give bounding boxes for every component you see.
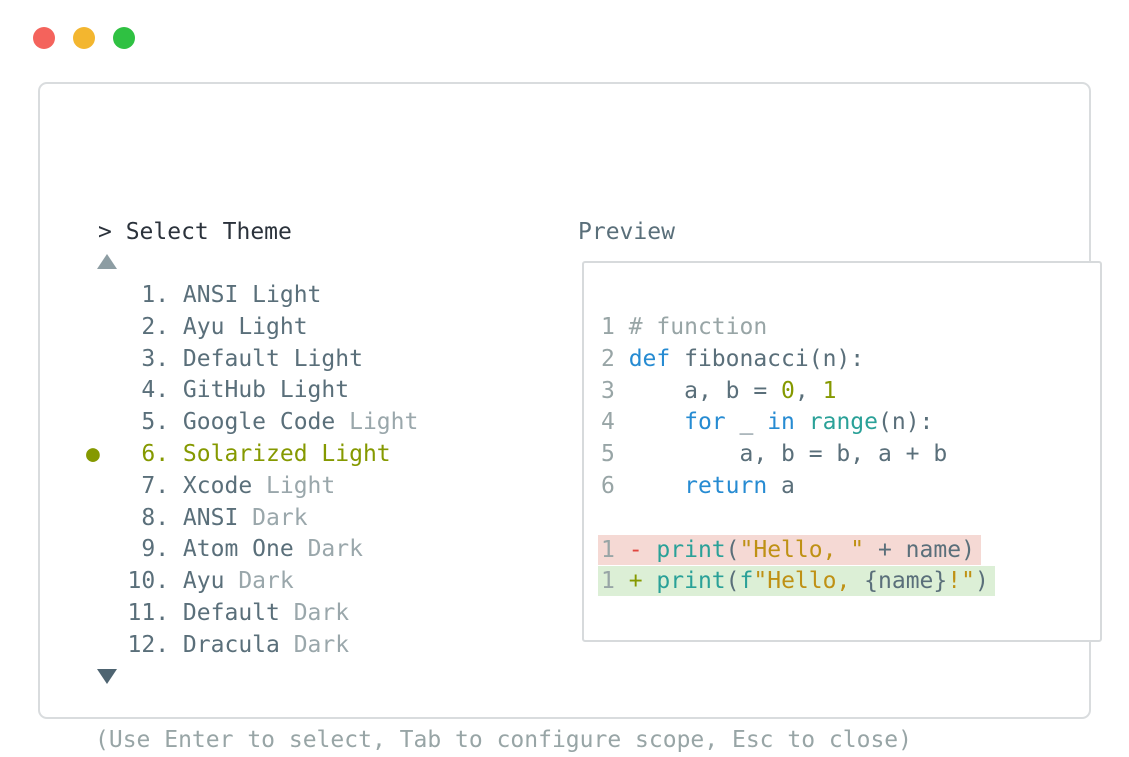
marker-spacer xyxy=(86,377,114,403)
marker-spacer xyxy=(86,505,114,531)
theme-option-number: 5. xyxy=(141,409,170,436)
theme-option-default-light[interactable]: 3. Default Light xyxy=(86,344,418,376)
theme-option-number: 7. xyxy=(141,472,170,499)
scroll-down-icon[interactable] xyxy=(97,669,117,684)
marker-spacer xyxy=(86,282,114,308)
theme-option-name: ANSI xyxy=(169,504,253,531)
code-preview-pane: 1 # function 2 def fibonacci(n): 3 a, b = … xyxy=(582,261,1102,642)
theme-option-name: Atom One xyxy=(169,536,308,563)
marker-spacer xyxy=(86,473,114,499)
code-block: 1 # function 2 def fibonacci(n): 3 a, b = … xyxy=(598,312,995,598)
theme-option-number: 3. xyxy=(141,345,170,372)
theme-option-dracula-dark[interactable]: 12. Dracula Dark xyxy=(86,630,418,662)
theme-option-ayu-dark[interactable]: 10. Ayu Dark xyxy=(86,566,418,598)
code-line: 5 a, b = b, a + b xyxy=(601,441,948,468)
preview-heading: Preview xyxy=(578,219,675,245)
theme-option-number: 8. xyxy=(141,504,170,531)
theme-option-name: Default xyxy=(169,599,294,626)
marker-spacer xyxy=(86,632,114,658)
theme-option-name: Ayu xyxy=(169,568,239,595)
theme-option-name: ANSI xyxy=(169,282,253,308)
theme-option-ansi-dark[interactable]: 8. ANSI Dark xyxy=(86,503,418,535)
theme-option-variant: Dark xyxy=(252,504,308,531)
theme-list: 1. ANSI Light 2. Ayu Light 3. Default Li… xyxy=(86,280,418,662)
theme-option-variant: Light xyxy=(252,282,322,308)
theme-option-name: Default xyxy=(169,345,294,372)
theme-option-number: 1. xyxy=(141,282,170,308)
theme-selector-dialog: > Select Theme Preview 1. ANSI Light 2. … xyxy=(38,82,1102,753)
theme-option-number: 6. xyxy=(141,440,170,467)
theme-option-variant: Dark xyxy=(238,568,294,595)
theme-option-number: 10. xyxy=(127,568,170,595)
code-line: 2 def fibonacci(n): xyxy=(601,345,865,372)
theme-option-number: 12. xyxy=(127,631,170,658)
theme-option-name: Dracula xyxy=(169,631,294,658)
theme-option-number: 9. xyxy=(141,536,170,563)
theme-option-xcode-light[interactable]: 7. Xcode Light xyxy=(86,471,418,503)
theme-option-variant: Light xyxy=(266,472,336,499)
theme-option-ansi-light[interactable]: 1. ANSI Light xyxy=(86,280,418,312)
theme-option-name: Solarized xyxy=(169,440,322,467)
theme-option-name: Google Code xyxy=(169,409,350,436)
theme-option-ayu-light[interactable]: 2. Ayu Light xyxy=(86,312,418,344)
code-line: 6 return a xyxy=(601,472,795,499)
theme-option-number: 2. xyxy=(141,313,170,340)
theme-option-variant: Light xyxy=(321,440,391,467)
code-line: 4 for _ in range(n): xyxy=(601,409,934,436)
theme-option-google-code-light[interactable]: 5. Google Code Light xyxy=(86,407,418,439)
window-controls xyxy=(33,27,135,49)
marker-spacer xyxy=(86,409,114,435)
theme-option-variant: Light xyxy=(349,409,419,436)
marker-spacer xyxy=(86,314,114,340)
code-line xyxy=(601,503,995,535)
theme-option-name: Ayu xyxy=(169,313,239,340)
theme-option-variant: Light xyxy=(238,313,308,340)
theme-option-number: 4. xyxy=(141,377,170,404)
scroll-up-icon[interactable] xyxy=(97,254,117,269)
theme-option-solarized-light[interactable]: ● 6. Solarized Light xyxy=(86,439,418,471)
marker-spacer xyxy=(86,600,114,626)
diff-line-removed: 1 - print("Hello, " + name) xyxy=(598,534,995,567)
marker-spacer xyxy=(86,346,114,372)
select-theme-prompt: > Select Theme xyxy=(98,219,292,245)
code-line: 3 a, b = 0, 1 xyxy=(601,377,837,404)
theme-option-name: GitHub xyxy=(169,377,280,404)
theme-option-variant: Light xyxy=(293,345,363,372)
theme-option-number: 11. xyxy=(127,599,170,626)
theme-option-github-light[interactable]: 4. GitHub Light xyxy=(86,375,418,407)
zoom-button[interactable] xyxy=(113,27,135,49)
keyboard-hints: (Use Enter to select, Tab to configure s… xyxy=(95,727,912,753)
code-line: 1 # function xyxy=(601,314,768,340)
minimize-button[interactable] xyxy=(73,27,95,49)
theme-option-variant: Dark xyxy=(293,599,350,626)
theme-option-variant: Light xyxy=(279,377,350,404)
marker-spacer xyxy=(86,568,114,594)
diff-line-added: 1 + print(f"Hello, {name}!") xyxy=(598,566,995,598)
theme-option-variant: Dark xyxy=(307,536,363,563)
theme-option-variant: Dark xyxy=(293,631,350,658)
selected-bullet-icon: ● xyxy=(86,440,114,467)
theme-option-default-dark[interactable]: 11. Default Dark xyxy=(86,598,418,630)
theme-option-name: Xcode xyxy=(169,472,267,499)
close-button[interactable] xyxy=(33,27,55,49)
marker-spacer xyxy=(86,536,114,562)
theme-option-atom-one-dark[interactable]: 9. Atom One Dark xyxy=(86,534,418,566)
